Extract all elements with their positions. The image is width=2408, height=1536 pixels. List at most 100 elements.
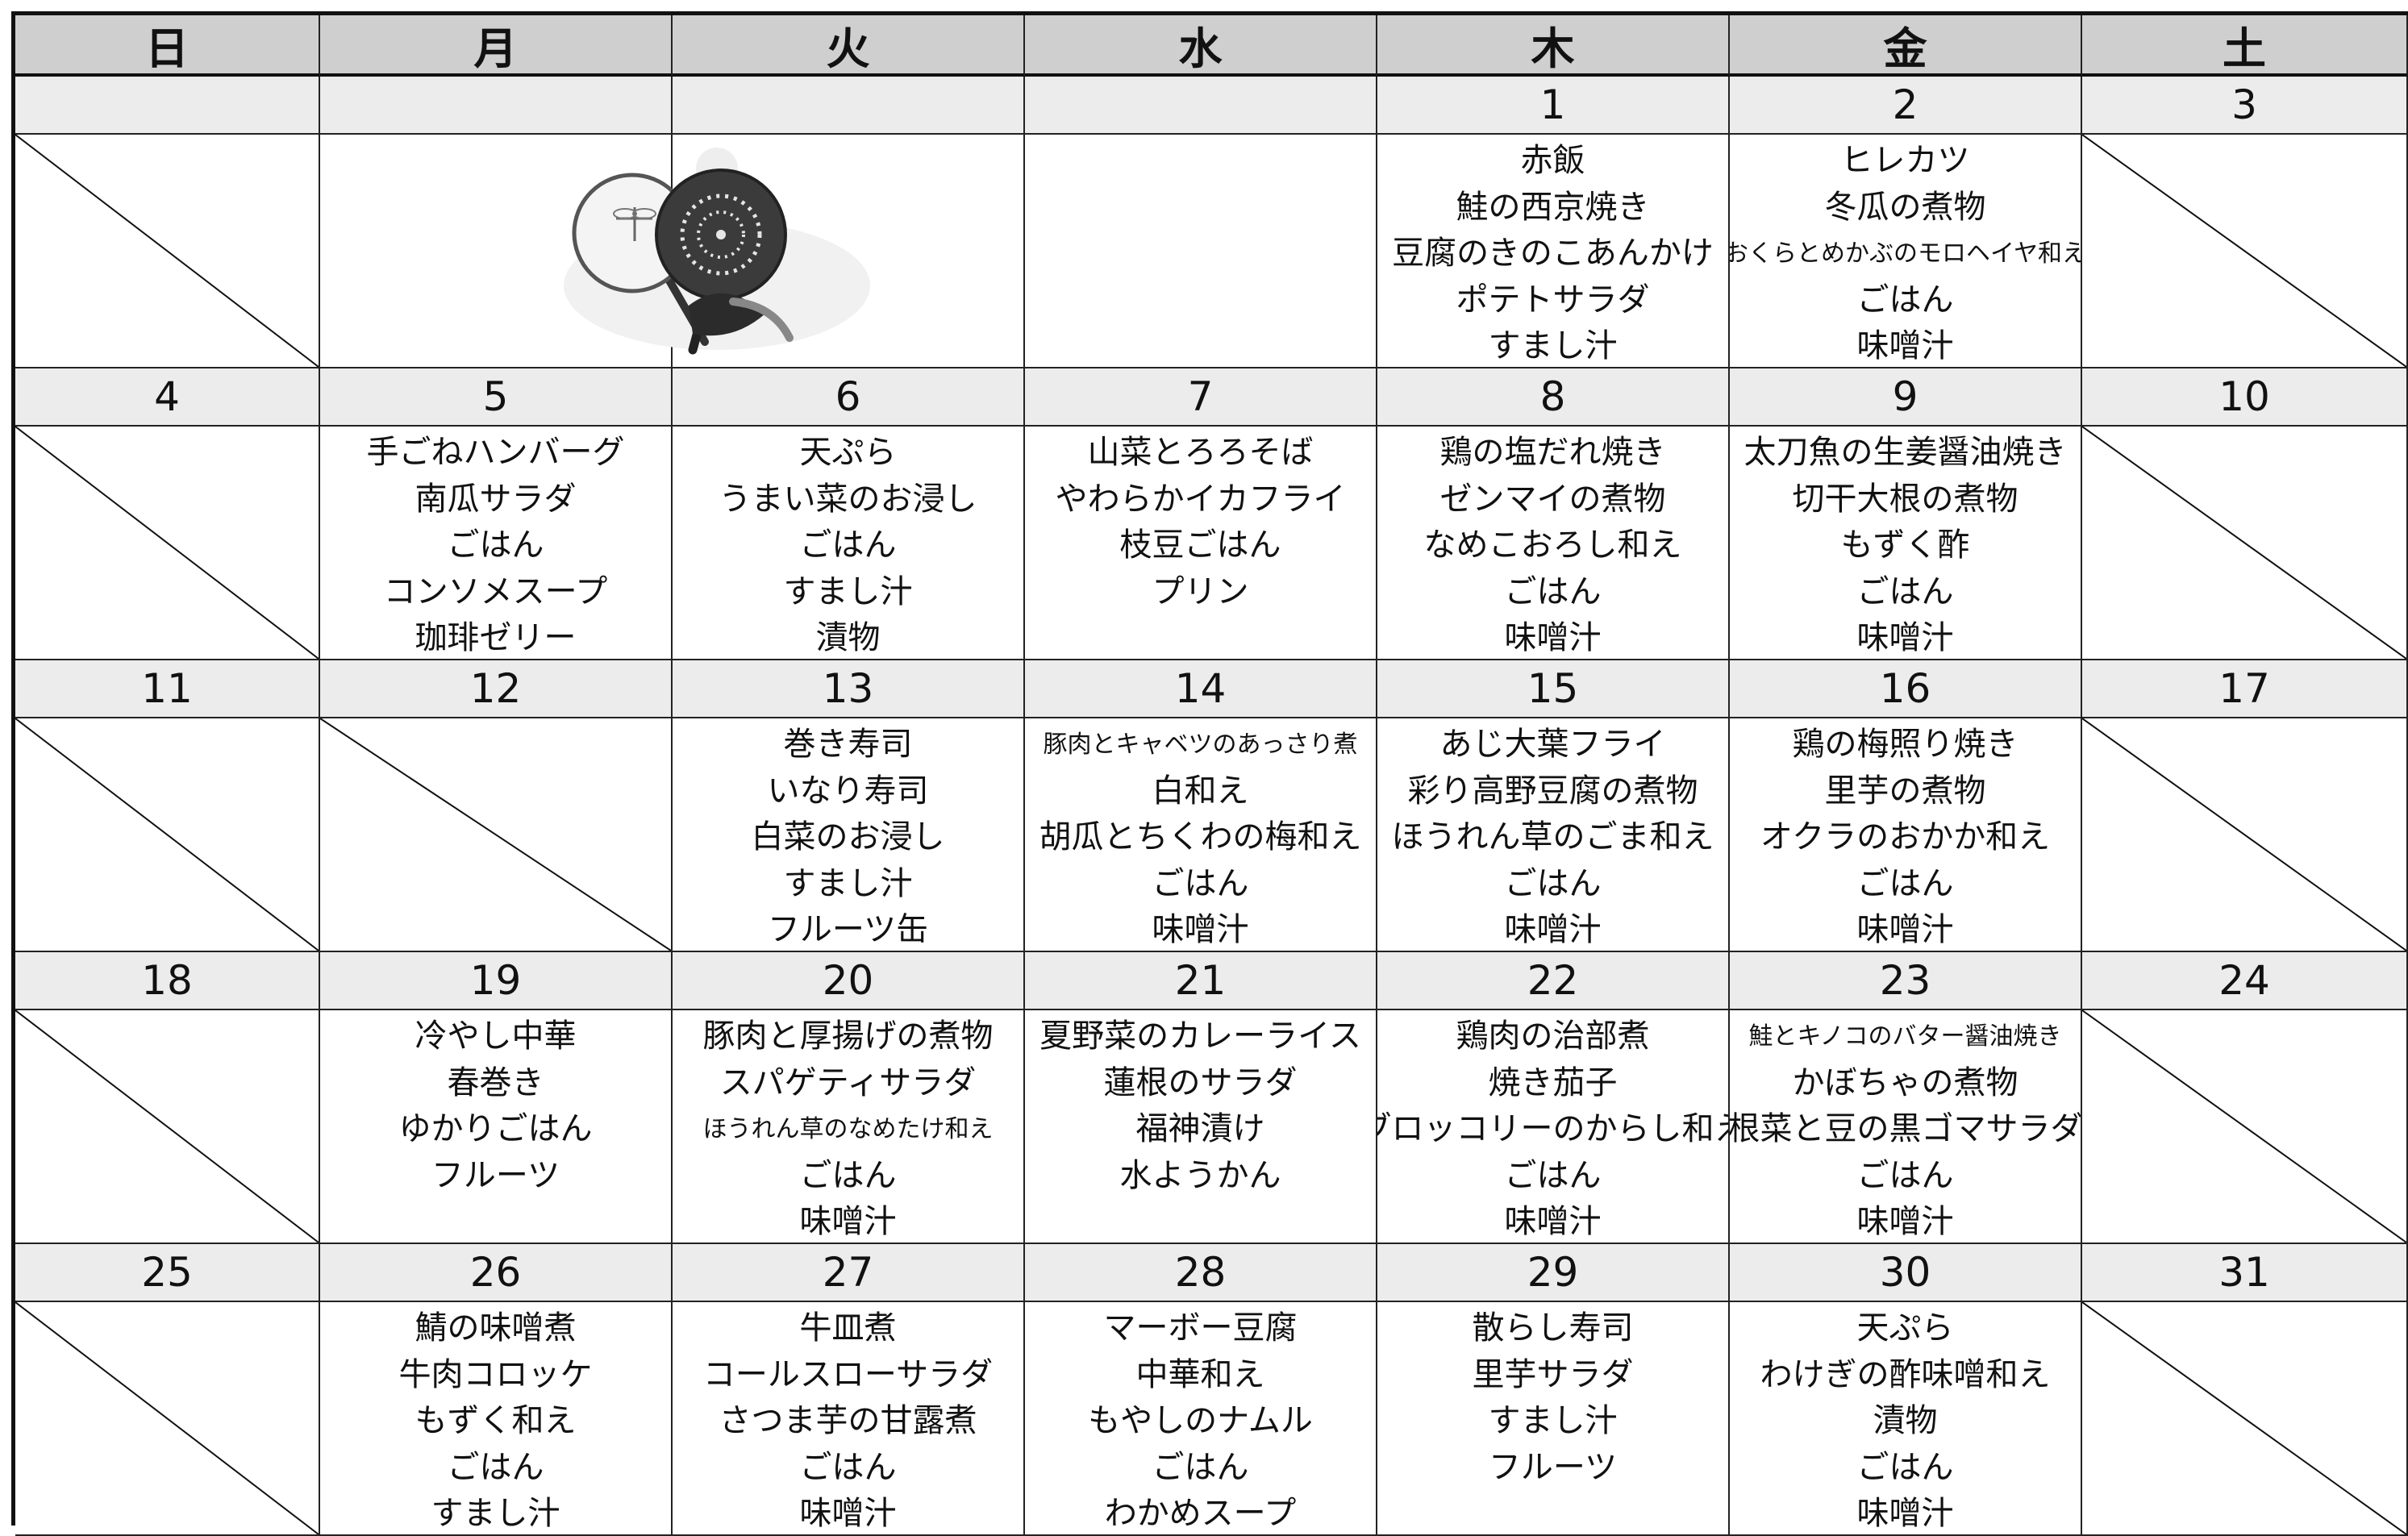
menu-cell <box>1025 135 1377 368</box>
date-cell: 22 <box>1377 952 1730 1010</box>
menu-item: ごはん <box>447 527 544 564</box>
date-cell: 13 <box>673 660 1025 718</box>
date-cell: 16 <box>1730 660 2082 718</box>
date-cell: 29 <box>1377 1244 1730 1302</box>
menu-item: 鮭とキノコのバター醤油焼き <box>1748 1022 2062 1051</box>
menu-cell: 天ぷらわけぎの酢味噌和え漬物ごはん味噌汁 <box>1730 1302 2082 1536</box>
no-service-cell <box>320 718 673 952</box>
menu-item: ブロッコリーのからし和え <box>1377 1110 1730 1148</box>
diagonal-slash <box>2082 427 2406 659</box>
menu-item: わかめスープ <box>1104 1495 1297 1533</box>
menu-item: すまし汁 <box>783 864 913 902</box>
menu-item: 珈琲ゼリー <box>415 619 577 657</box>
menu-item: ポテトサラダ <box>1456 281 1650 318</box>
menu-cell: 巻き寿司いなり寿司白菜のお浸しすまし汁フルーツ缶 <box>673 718 1025 952</box>
menu-item: 里芋サラダ <box>1472 1355 1634 1393</box>
diagonal-slash <box>15 427 319 659</box>
weekday-header-tue: 火 <box>673 15 1025 77</box>
diagonal-slash <box>2082 718 2406 951</box>
no-service-cell <box>2082 718 2408 952</box>
date-cell: 1 <box>1377 77 1730 135</box>
menu-item: わけぎの酢味噌和え <box>1760 1355 2051 1393</box>
menu-item: ごはん <box>1856 281 1954 318</box>
menu-item: さつま芋の甘露煮 <box>719 1402 977 1440</box>
menu-item: 冷やし中華 <box>415 1018 577 1055</box>
menu-item: 白和え <box>1152 772 1249 810</box>
menu-item: ごはん <box>1856 1448 1954 1486</box>
date-cell: 7 <box>1025 368 1377 427</box>
menu-item: 彩り高野豆腐の煮物 <box>1407 772 1698 810</box>
diagonal-slash <box>15 1302 319 1534</box>
date-cell: 5 <box>320 368 673 427</box>
diagonal-slash <box>15 135 319 367</box>
menu-item: もやしのナムル <box>1088 1402 1313 1440</box>
date-cell: 11 <box>15 660 320 718</box>
menu-item: ごはん <box>1856 572 1954 610</box>
menu-item: コンソメスープ <box>383 572 608 610</box>
no-service-cell <box>2082 135 2408 368</box>
date-cell: 14 <box>1025 660 1377 718</box>
no-service-cell <box>15 1010 320 1244</box>
no-service-cell <box>2082 427 2408 660</box>
menu-item: ごはん <box>1856 1156 1954 1194</box>
date-cell: 8 <box>1377 368 1730 427</box>
no-service-cell <box>15 1302 320 1536</box>
date-cell: 30 <box>1730 1244 2082 1302</box>
menu-item: 味噌汁 <box>799 1203 897 1241</box>
date-cell: 15 <box>1377 660 1730 718</box>
date-cell: 26 <box>320 1244 673 1302</box>
menu-item: 天ぷら <box>799 434 897 471</box>
menu-item: 根菜と豆の黒ゴマサラダ <box>1730 1110 2082 1148</box>
weekday-header-row: 日月火水木金土 <box>15 15 2408 77</box>
date-cell: 9 <box>1730 368 2082 427</box>
menu-cell: 冷やし中華春巻きゆかりごはんフルーツ <box>320 1010 673 1244</box>
menu-item: ごはん <box>799 527 897 564</box>
menu-cell: 鯖の味噌煮牛肉コロッケもずく和えごはんすまし汁 <box>320 1302 673 1536</box>
menu-item: 味噌汁 <box>1856 911 1954 949</box>
diagonal-slash <box>2082 1302 2406 1534</box>
menu-item: 牛皿煮 <box>799 1309 897 1347</box>
menu-item: 鯖の味噌煮 <box>415 1309 577 1347</box>
menu-item: 味噌汁 <box>799 1495 897 1533</box>
menu-item: 赤飯 <box>1520 142 1585 179</box>
date-cell: 25 <box>15 1244 320 1302</box>
menu-item: 水ようかん <box>1119 1156 1281 1194</box>
menu-item: コールスローサラダ <box>702 1355 994 1393</box>
menu-item: ゼンマイの煮物 <box>1439 480 1666 518</box>
menu-row: 鯖の味噌煮牛肉コロッケもずく和えごはんすまし汁牛皿煮コールスローサラダさつま芋の… <box>15 1302 2408 1536</box>
menu-item: ごはん <box>447 1448 544 1486</box>
menu-item: 漬物 <box>815 619 881 657</box>
menu-item: フルーツ <box>431 1156 560 1194</box>
menu-cell: ヒレカツ冬瓜の煮物おくらとめかぶのモロヘイヤ和えごはん味噌汁 <box>1730 135 2082 368</box>
menu-row: 赤飯鮭の西京焼き豆腐のきのこあんかけポテトサラダすまし汁ヒレカツ冬瓜の煮物おくら… <box>15 135 2408 368</box>
date-cell: 31 <box>2082 1244 2408 1302</box>
date-cell: 24 <box>2082 952 2408 1010</box>
menu-item: もずく和え <box>415 1402 577 1440</box>
menu-item: 豚肉と厚揚げの煮物 <box>702 1018 994 1055</box>
menu-item: フルーツ缶 <box>767 911 929 949</box>
menu-item: 蓮根のサラダ <box>1103 1064 1298 1101</box>
menu-item: 味噌汁 <box>1504 1203 1602 1241</box>
menu-cell: 夏野菜のカレーライス蓮根のサラダ福神漬け水ようかん <box>1025 1010 1377 1244</box>
menu-item: 鮭の西京焼き <box>1456 188 1650 226</box>
menu-item: 福神漬け <box>1135 1110 1265 1148</box>
menu-item: ごはん <box>799 1448 897 1486</box>
menu-cell: 散らし寿司里芋サラダすまし汁フルーツ <box>1377 1302 1730 1536</box>
menu-item: 南瓜サラダ <box>415 480 577 518</box>
menu-item: ごはん <box>1856 864 1954 902</box>
weekday-header-sun: 日 <box>15 15 320 77</box>
menu-item: すまし汁 <box>1488 327 1618 365</box>
menu-item: 天ぷら <box>1856 1309 1954 1347</box>
menu-item: 味噌汁 <box>1504 619 1602 657</box>
weekday-header-mon: 月 <box>320 15 673 77</box>
menu-row: 冷やし中華春巻きゆかりごはんフルーツ豚肉と厚揚げの煮物スパゲティサラダほうれん草… <box>15 1010 2408 1244</box>
date-cell: 17 <box>2082 660 2408 718</box>
diagonal-slash <box>2082 135 2406 367</box>
menu-cell: 鶏の塩だれ焼きゼンマイの煮物なめこおろし和えごはん味噌汁 <box>1377 427 1730 660</box>
menu-cell: 豚肉と厚揚げの煮物スパゲティサラダほうれん草のなめたけ和えごはん味噌汁 <box>673 1010 1025 1244</box>
weekday-header-fri: 金 <box>1730 15 2082 77</box>
date-cell: 19 <box>320 952 673 1010</box>
menu-item: 巻き寿司 <box>783 726 913 763</box>
